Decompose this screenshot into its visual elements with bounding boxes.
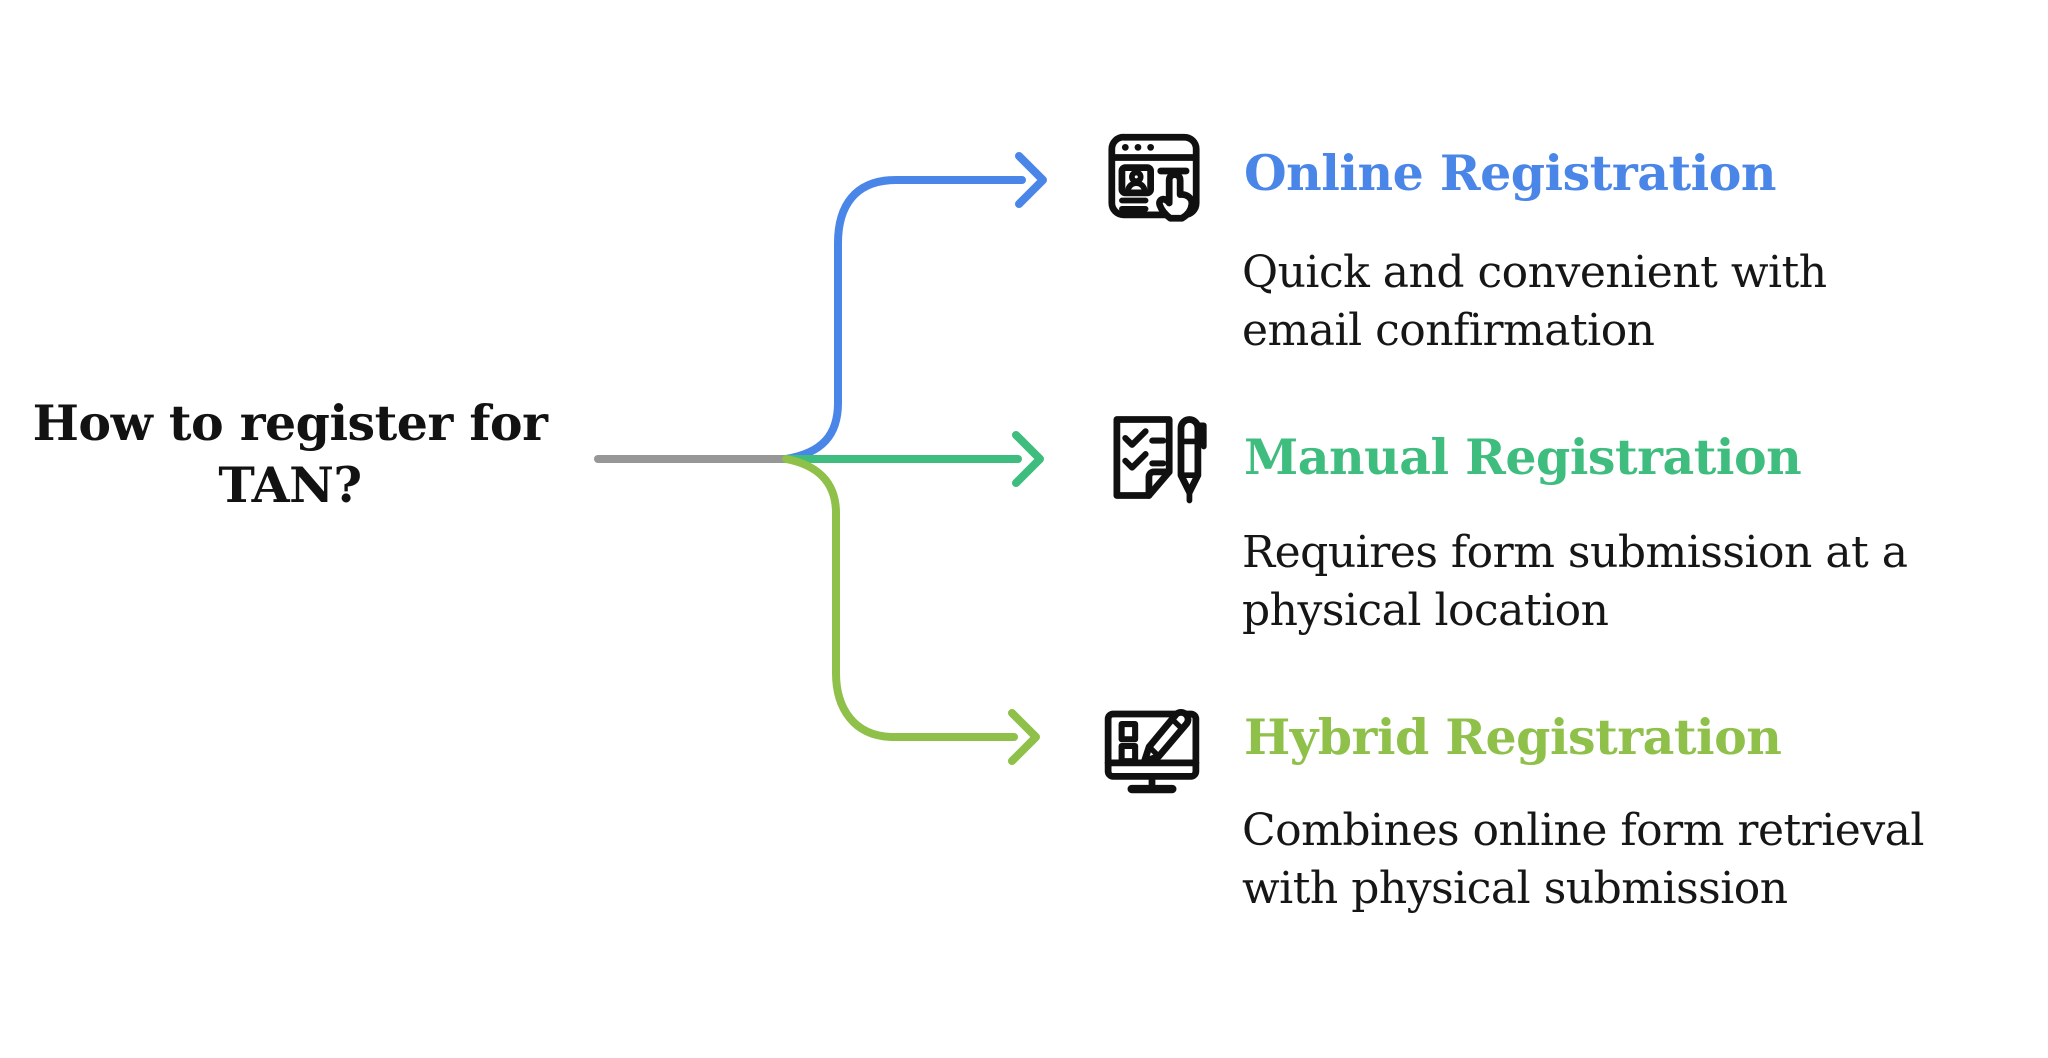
branch-connector-online (782, 176, 1026, 463)
root-question: How to register for TAN? (10, 392, 570, 516)
branch-desc-hybrid-line2: with physical submission (1242, 863, 1788, 914)
monitor-pencil-icon (1098, 692, 1206, 800)
branch-desc-manual-line1: Requires form submission at a (1242, 527, 1908, 578)
arrowhead-online (1015, 152, 1047, 208)
arrowhead-manual (1012, 431, 1044, 487)
branch-title-manual: Manual Registration (1244, 428, 1802, 486)
branch-desc-manual: Requires form submission at a physical l… (1242, 524, 1908, 640)
branch-title-hybrid: Hybrid Registration (1244, 708, 1782, 766)
root-question-line1: How to register for (32, 394, 548, 452)
arrowhead-hybrid (1008, 709, 1040, 765)
root-question-line2: TAN? (218, 456, 362, 514)
branch-desc-manual-line2: physical location (1242, 585, 1609, 636)
browser-register-icon (1100, 122, 1208, 230)
branch-desc-hybrid-line1: Combines online form retrieval (1242, 805, 1924, 856)
checklist-pen-icon (1100, 406, 1208, 514)
branch-desc-online: Quick and convenient with email confirma… (1242, 244, 1827, 360)
branch-desc-online-line2: email confirmation (1242, 305, 1655, 356)
branch-title-online: Online Registration (1244, 144, 1777, 202)
branch-desc-online-line1: Quick and convenient with (1242, 247, 1827, 298)
branch-connector-hybrid (782, 455, 1018, 741)
branch-desc-hybrid: Combines online form retrieval with phys… (1242, 802, 1924, 918)
